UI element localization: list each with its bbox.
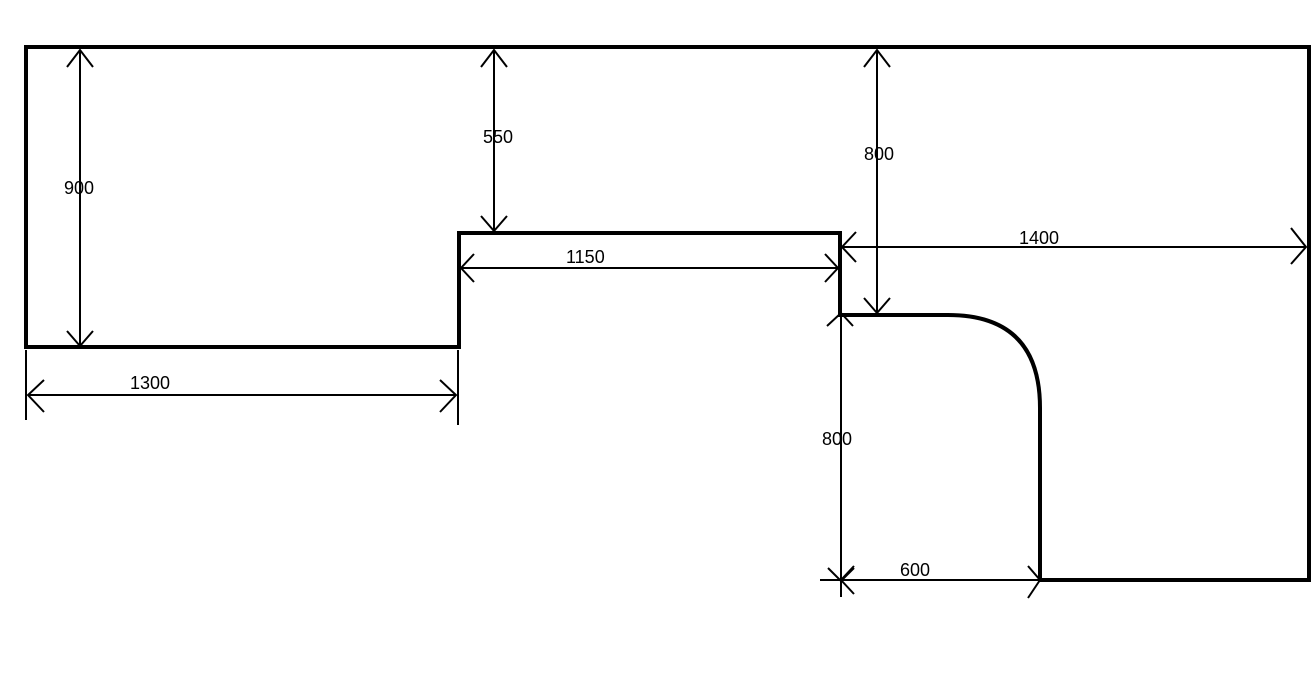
dimension-middle-width-label: 1150 bbox=[566, 247, 605, 267]
dimension-right-width-label: 1400 bbox=[1019, 228, 1059, 248]
dimension-middle-depth-label: 550 bbox=[483, 127, 513, 147]
dimension-cutout-width: 600 bbox=[820, 560, 1042, 599]
dimension-cutout-height: 800 bbox=[822, 311, 855, 597]
dimension-right-top-depth-label: 800 bbox=[864, 144, 894, 164]
dimension-right-top-depth: 800 bbox=[863, 48, 894, 315]
dimension-cutout-width-label: 600 bbox=[900, 560, 930, 580]
dimension-left-height-label: 900 bbox=[64, 178, 94, 198]
dimension-right-width: 1400 bbox=[840, 227, 1308, 265]
countertop-outline bbox=[24, 45, 1311, 582]
dimension-cutout-height-label: 800 bbox=[822, 429, 852, 449]
dimension-left-width-label: 1300 bbox=[130, 373, 170, 393]
dimension-middle-depth: 550 bbox=[480, 48, 513, 233]
dimension-middle-width: 1150 bbox=[459, 247, 840, 283]
dimension-left-height: 900 bbox=[64, 48, 94, 348]
dimension-left-width: 1300 bbox=[25, 350, 459, 425]
